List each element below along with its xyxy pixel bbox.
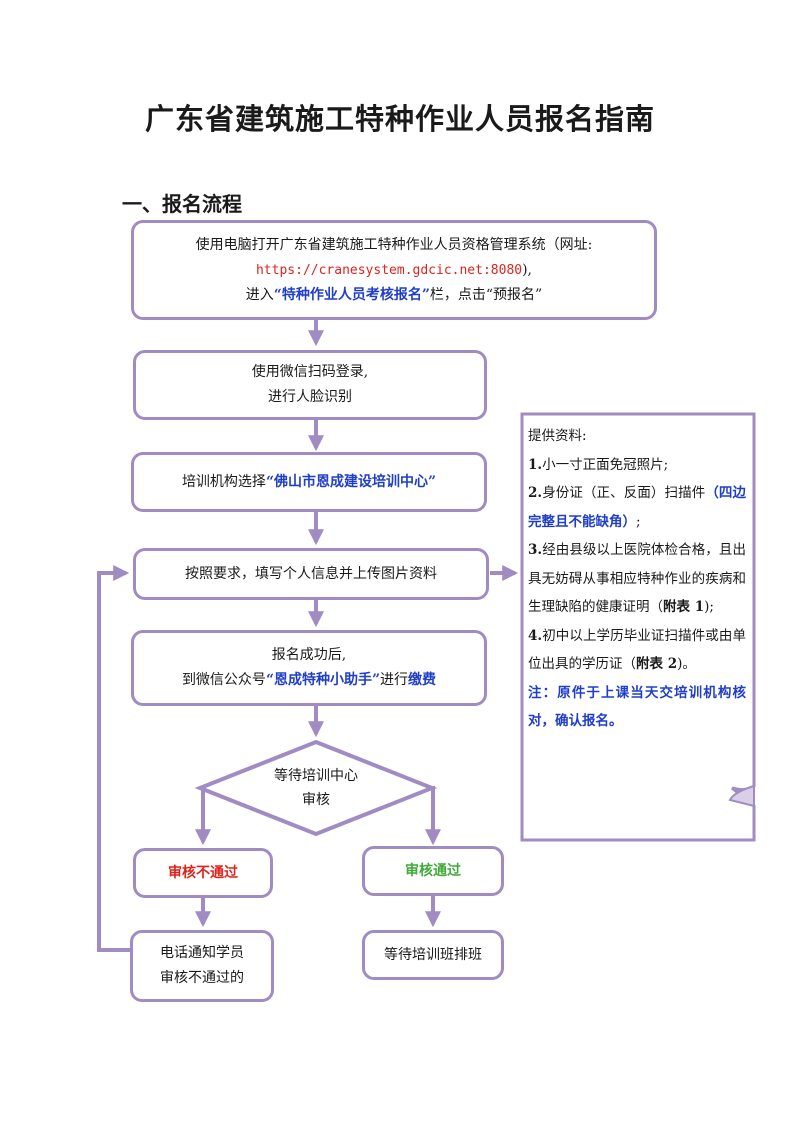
- page-curl: [728, 784, 755, 808]
- item3-num: 3.: [528, 542, 543, 558]
- step-open-system: 使用电脑打开广东省建筑施工特种作业人员资格管理系统（网址: https://cr…: [131, 220, 657, 320]
- exam-register-link: “特种作业人员考核报名”: [273, 286, 430, 303]
- step5-prefix: 到微信公众号: [181, 672, 266, 688]
- notify-line1: 电话通知学员: [160, 945, 244, 961]
- review-fail-label: 审核不通过: [168, 864, 238, 881]
- step-wechat-login: 使用微信扫码登录, 进行人脸识别: [133, 350, 487, 420]
- item4-text: 初中以上学历毕业证扫描件或由单位出具的学历证（: [528, 627, 746, 673]
- step5-mid: 进行: [380, 672, 409, 688]
- item1-text: 小一寸正面免冠照片;: [542, 456, 669, 473]
- await-schedule-label: 等待培训班排班: [384, 946, 482, 963]
- materials-heading: 提供资料:: [528, 428, 587, 444]
- item3-ref: 附表 1: [663, 599, 705, 615]
- item4-num: 4.: [528, 627, 543, 644]
- page-title: 广东省建筑施工特种作业人员报名指南: [144, 102, 655, 136]
- step2-line2: 进行人脸识别: [268, 389, 352, 405]
- decision-line1: 等待培训中心: [274, 768, 358, 784]
- step1-line1: 使用电脑打开广东省建筑施工特种作业人员资格管理系统（网址:: [195, 236, 593, 253]
- step4-text: 按照要求，填写个人信息并上传图片资料: [185, 565, 437, 582]
- step1-prefix: 进入: [245, 286, 274, 303]
- wechat-account: “恩成特种小助手”: [265, 672, 381, 688]
- item4-end: )。: [677, 656, 696, 672]
- item2-end: ;: [636, 513, 641, 530]
- step5-line1: 报名成功后,: [271, 647, 347, 663]
- review-pass-label: 审核通过: [405, 862, 461, 879]
- material-item-2: 2.身份证（正、反面）扫描件（四边完整且不能缺角）;: [528, 479, 746, 536]
- training-center-name: “佛山市恩成建设培训中心”: [265, 473, 437, 490]
- material-item-1: 1.小一寸正面免冠照片;: [528, 451, 746, 480]
- notify-line2: 审核不通过的: [160, 970, 244, 986]
- url-suffix: ),: [522, 261, 533, 278]
- step-choose-center: 培训机构选择“佛山市恩成建设培训中心”: [131, 452, 487, 512]
- material-item-4: 4.初中以上学历毕业证扫描件或由单位出具的学历证（附表 2)。: [528, 622, 746, 679]
- item1-num: 1.: [528, 456, 543, 473]
- arrow-loop-back: [97, 565, 130, 952]
- step3-prefix: 培训机构选择: [181, 473, 266, 490]
- item2-text: 身份证（正、反面）扫描件: [542, 485, 706, 501]
- step2-line1: 使用微信扫码登录,: [251, 364, 369, 380]
- step-fill-info: 按照要求，填写个人信息并上传图片资料: [133, 548, 489, 600]
- system-url[interactable]: https://cranesystem.gdcic.net:8080: [255, 262, 523, 278]
- step-payment: 报名成功后, 到微信公众号“恩成特种小助手”进行缴费: [131, 630, 487, 706]
- arrow-decision-pass: [420, 786, 441, 846]
- item3-text: 经由县级以上医院体检合格，且出具无妨碍从事相应特种作业的疾病和生理缺陷的健康证明…: [528, 542, 746, 615]
- review-fail: 审核不通过: [133, 848, 273, 898]
- item4-ref: 附表 2: [636, 656, 678, 672]
- item2-note: （四边完整且不能缺角）: [528, 485, 746, 530]
- item2-num: 2.: [528, 485, 543, 501]
- step1-suffix: 栏，点击“预报名”: [429, 286, 543, 303]
- section-heading: 一、报名流程: [122, 192, 242, 216]
- notify-student: 电话通知学员 审核不通过的: [130, 930, 274, 1002]
- decision-text: 等待培训中心 审核: [236, 764, 396, 812]
- await-schedule: 等待培训班排班: [362, 930, 504, 980]
- review-pass: 审核通过: [362, 846, 504, 896]
- decision-line2: 审核: [302, 792, 330, 808]
- materials-list: 提供资料: 1.小一寸正面免冠照片; 2.身份证（正、反面）扫描件（四边完整且不…: [528, 422, 746, 736]
- material-item-3: 3.经由县级以上医院体检合格，且出具无妨碍从事相应特种作业的疾病和生理缺陷的健康…: [528, 536, 746, 622]
- payment-label: 缴费: [408, 672, 437, 688]
- materials-note: 注：原件于上课当天交培训机构核对，确认报名。: [528, 684, 746, 730]
- decision-diamond: [194, 739, 438, 837]
- arrow-decision-fail: [195, 786, 216, 846]
- item3-end: );: [704, 599, 714, 615]
